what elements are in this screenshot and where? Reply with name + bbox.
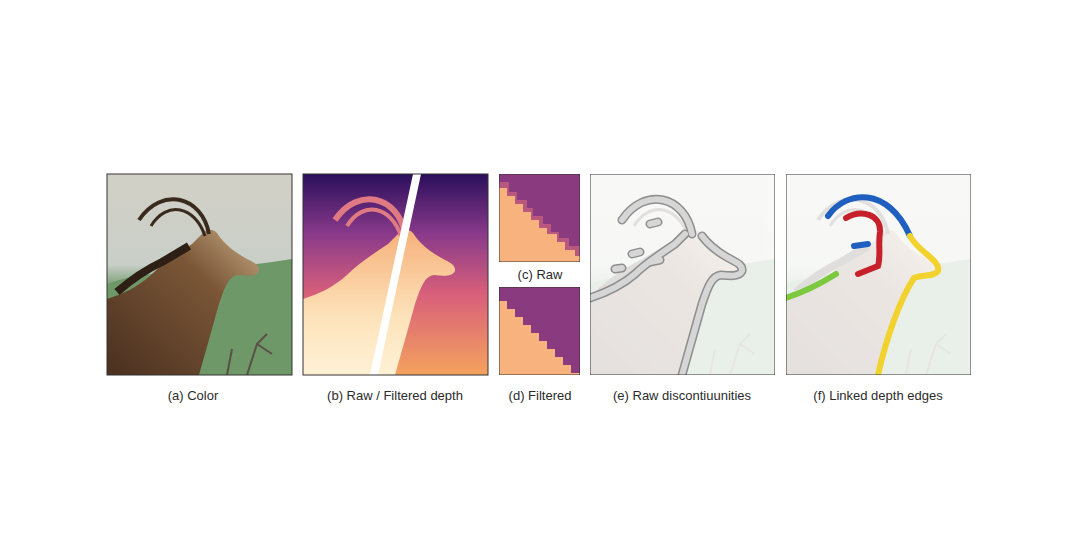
filtered-depth-zoom <box>499 287 580 375</box>
panel-caption: (e) Raw discontiuunities <box>613 388 751 404</box>
raw-depth-zoom <box>499 174 580 262</box>
panel-caption: (b) Raw / Filtered depth <box>327 388 463 404</box>
depth-map <box>303 174 488 375</box>
panel-caption: (f) Linked depth edges <box>813 388 942 404</box>
color-image <box>107 174 292 375</box>
raw-discontinuities <box>590 174 775 375</box>
linked-depth-edges <box>786 174 971 375</box>
panel-caption: (d) Filtered <box>509 388 572 404</box>
panel-caption: (c) Raw <box>518 267 563 283</box>
panel-caption: (a) Color <box>168 388 219 404</box>
